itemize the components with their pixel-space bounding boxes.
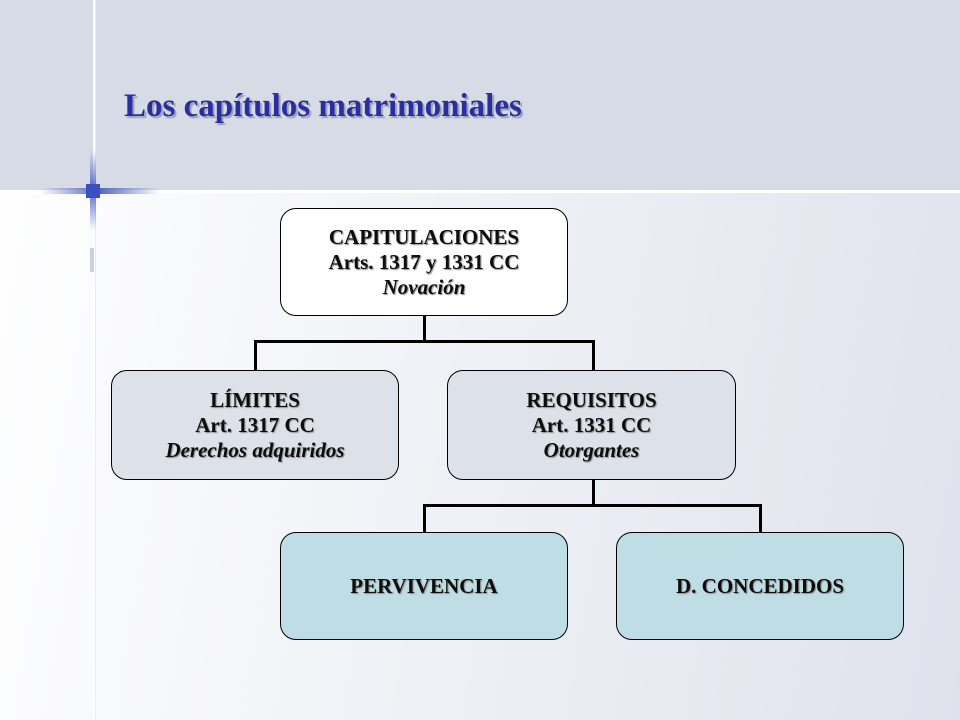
node-capitulaciones-subtitle: Novación [382,274,466,299]
connector-to-pervivencia [423,504,426,532]
node-requisitos-subtitle: Otorgantes [543,437,640,462]
node-requisitos-article: Art. 1331 CC [531,412,652,437]
node-limites: LÍMITES Art. 1317 CC Derechos adquiridos [111,370,399,480]
node-limites-subtitle: Derechos adquiridos [165,437,345,462]
node-derechos-concedidos-label: D. CONCEDIDOS [675,573,845,598]
connector-level2-bar [254,340,595,343]
connector-to-requisitos [592,340,595,370]
node-pervivencia: PERVIVENCIA [280,532,568,640]
node-requisitos: REQUISITOS Art. 1331 CC Otorgantes [447,370,736,480]
connector-to-limites [254,340,257,370]
node-capitulaciones-title: CAPITULACIONES [328,224,520,249]
node-derechos-concedidos: D. CONCEDIDOS [616,532,904,640]
connector-root-stem [423,316,426,342]
node-limites-title: LÍMITES [210,387,300,412]
connector-level3-bar [423,504,762,507]
node-pervivencia-label: PERVIVENCIA [350,573,498,598]
node-capitulaciones-articles: Arts. 1317 y 1331 CC [328,249,520,274]
node-capitulaciones: CAPITULACIONES Arts. 1317 y 1331 CC Nova… [280,208,568,316]
decorative-horizontal-line [0,190,960,193]
decorative-vertical-line [93,0,95,720]
decorative-vertical-line-shade [95,0,96,720]
node-limites-article: Art. 1317 CC [195,412,315,437]
decorative-blue-horizontal-accent [40,188,160,194]
decorative-blue-cross-center [86,184,100,198]
connector-to-concedidos [759,504,762,532]
connector-requisitos-stem [592,480,595,506]
decorative-light-tick [90,248,94,272]
slide-title: Los capítulos matrimoniales [124,88,522,124]
node-requisitos-title: REQUISITOS [526,387,657,412]
header-band [0,0,960,192]
